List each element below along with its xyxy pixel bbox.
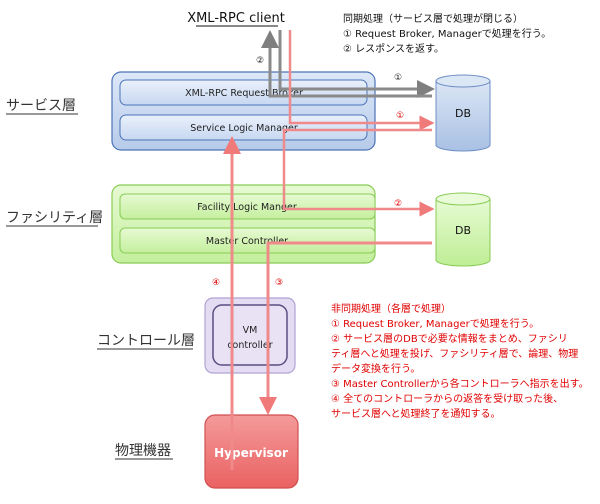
async-note-line-1: 非同期処理（各層で処理） (331, 302, 451, 315)
layer-label-physical: 物理機器 (115, 443, 171, 459)
async-note-line-7: ④ 全てのコントローラからの返答を受け取った後、 (331, 392, 563, 405)
async-return-num: ④ (212, 278, 220, 288)
async-to-hypervisor-arrow (259, 241, 432, 415)
hypervisor-box (204, 414, 299, 489)
sync-note: 同期処理（サービス層で処理が閉じる） ① Request Broker, Mana… (343, 12, 551, 55)
async-note-line-2: ① Request Broker, Managerで処理を行う。 (331, 317, 539, 330)
async-note-line-8: サービス層へと処理終了を通知する。 (331, 407, 501, 420)
async-service-db-arrow (288, 30, 435, 131)
async-note: 非同期処理（各層で処理） ① Request Broker, Managerで処理… (331, 302, 589, 420)
vm-controller-label-1: VM (243, 325, 258, 336)
async-to-facility-arrow (282, 128, 435, 217)
async-note-line-4: ティ層へと処理を投げ、ファシリティ層で、論理、物理 (331, 347, 578, 360)
sync-response-num: ② (256, 56, 264, 66)
async-hypervisor-num: ③ (275, 278, 283, 288)
layer-label-service: サービス層 (6, 98, 76, 114)
async-db-num: ① (396, 111, 404, 121)
vm-controller-label-2: controller (227, 340, 272, 351)
db-facility-label: DB (455, 224, 471, 237)
sync-note-line-1: 同期処理（サービス層で処理が閉じる） (343, 12, 523, 25)
service-logic-manager-label: Service Logic Manager (190, 123, 298, 134)
layer-label-facility: ファシリティ層 (6, 210, 103, 226)
request-broker-box (119, 79, 368, 106)
db-service-cylinder (435, 74, 491, 152)
sync-note-line-2: ① Request Broker, Managerで処理を行う。 (343, 27, 551, 40)
xml-rpc-client-label: XML-RPC client (187, 11, 285, 26)
layer-label-control: コントロール層 (97, 333, 195, 349)
sync-request-arrow (278, 30, 435, 98)
sync-response-arrow (261, 30, 432, 98)
service-logic-manager-box (119, 114, 368, 141)
hypervisor-label: Hypervisor (214, 446, 288, 460)
db-facility-cylinder (435, 192, 491, 267)
facility-logic-manager-label: Facility Logic Manger (197, 202, 297, 213)
sync-db-num: ① (394, 73, 402, 83)
async-note-line-3: ② サービス層のDBで必要な情報をまとめ、ファシリ (331, 332, 568, 345)
db-service-label: DB (455, 107, 471, 120)
master-controller-label: Master Controller (206, 236, 288, 247)
facility-logic-manager-box (119, 193, 376, 220)
async-facility-db-num: ② (394, 199, 402, 209)
async-note-line-6: ③ Master Controllerから各コントローラへ指示を出す。 (331, 377, 589, 390)
async-note-line-5: データ変換を行う。 (331, 362, 420, 375)
sync-note-line-3: ② レスポンスを返す。 (343, 43, 444, 55)
master-controller-box (119, 227, 376, 254)
request-broker-label: XML-RPC Request Broker (185, 88, 303, 99)
